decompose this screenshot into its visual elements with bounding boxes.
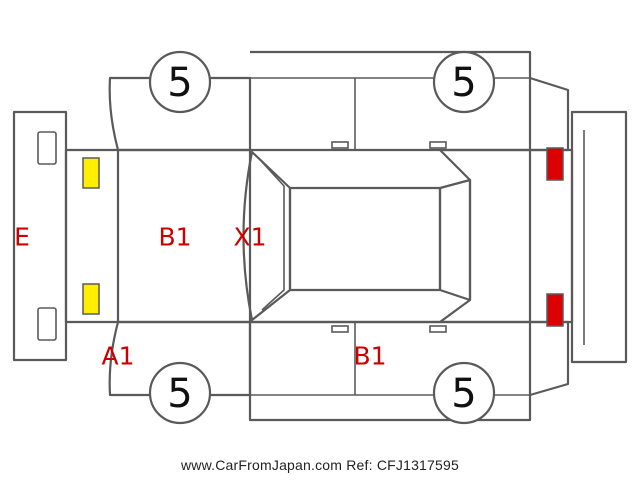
car-body [64,50,574,422]
tire-front-top: 5 [148,50,212,114]
front-light-top [82,157,100,189]
windshield [242,150,292,322]
footer-ref: Ref: CFJ1317595 [346,457,459,473]
code-left-side-doors: B1 [353,342,386,371]
tire-label: 5 [451,60,476,106]
front-light-bottom [82,283,100,315]
roof [288,186,442,292]
code-front-left-fender: A1 [101,342,134,371]
tire-rear-top: 5 [432,50,496,114]
tire-label: 5 [167,371,192,417]
rear-light-top [546,147,564,181]
front-bumper [12,110,68,362]
rear-light-bottom [546,293,564,327]
rear-lights [546,147,564,327]
code-hood: B1 [158,223,191,252]
tire-rear-bottom: 5 [432,361,496,425]
tire-label: 5 [451,371,476,417]
code-windshield: X1 [233,223,266,252]
front-lights [82,157,100,315]
rear-bumper [570,110,628,364]
footer-watermark: www.CarFromJapan.com Ref: CFJ1317595 [0,457,640,473]
footer-site: www.CarFromJapan.com [181,457,343,473]
tire-front-bottom: 5 [148,361,212,425]
code-front-bumper: E [14,223,30,252]
tire-label: 5 [167,60,192,106]
rear-glass [438,178,472,302]
